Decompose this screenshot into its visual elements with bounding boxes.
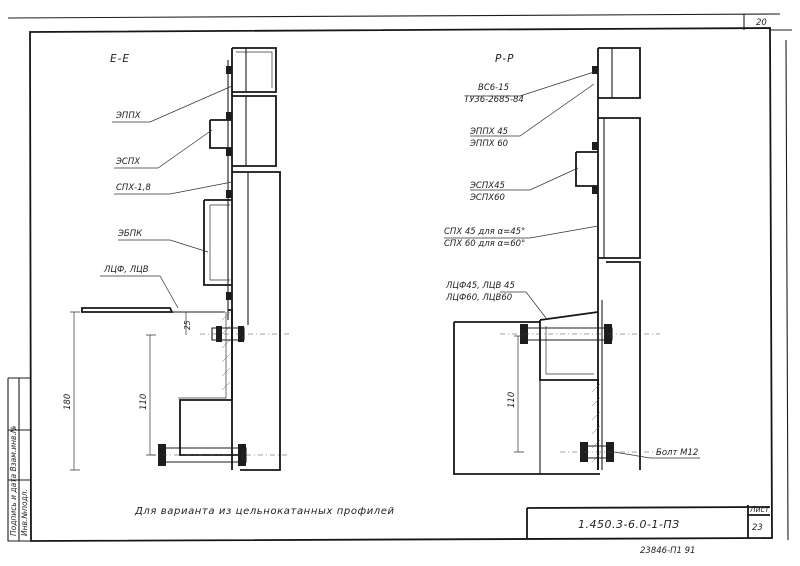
label-lcf-line2: ЛЦФ60, ЛЦВ60 xyxy=(445,293,512,303)
label-epph-line2: ЭППХ 60 xyxy=(469,139,508,149)
section-title-e-e: Е-Е xyxy=(110,53,130,65)
dim-110-left: 110 xyxy=(139,394,149,410)
section-p-p-view xyxy=(444,47,700,475)
label-esph-line2: ЭСПХ60 xyxy=(469,193,505,203)
label-sph-line1: СПХ 45 для α=45° xyxy=(444,227,525,237)
sheet-label: Лист xyxy=(749,505,770,514)
dim-110-right: 110 xyxy=(507,392,517,408)
side-stamp-inv: Инв.№подл. xyxy=(20,489,29,536)
label-esph-line1: ЭСПХ45 xyxy=(469,181,505,191)
label-epph: ЭППХ xyxy=(115,111,141,121)
label-sph: СПХ-1,8 xyxy=(116,183,151,193)
page-number: 20 xyxy=(756,18,767,28)
label-lcf-line1: ЛЦФ45, ЛЦВ 45 xyxy=(445,281,515,291)
label-lcf: ЛЦФ, ЛЦВ xyxy=(103,265,149,275)
sheet-frame xyxy=(7,13,792,542)
title-block xyxy=(526,505,771,538)
section-e-e-view xyxy=(70,47,290,471)
dim-180: 180 xyxy=(63,394,73,410)
label-epph-line1: ЭППХ 45 xyxy=(469,127,508,137)
inventory-number: 23846-П1 91 xyxy=(640,546,695,556)
drawing-caption: Для варианта из цельнокатанных профилей xyxy=(134,506,395,517)
side-stamp-text: Подпись и дата Взам.инв.№ xyxy=(9,425,18,536)
label-ebpk: ЭБПК xyxy=(117,229,143,239)
label-bolt: Болт М12 xyxy=(656,448,698,458)
sheet-number: 23 xyxy=(752,523,763,533)
drawing-code: 1.450.3-6.0-1-ПЗ xyxy=(578,518,680,531)
label-esph: ЭСПХ xyxy=(115,157,140,167)
section-title-p-p: Р-Р xyxy=(495,53,514,65)
label-vs6-line1: ВС6-15 xyxy=(478,83,509,93)
dim-25: 25 xyxy=(183,320,192,330)
label-sph-line2: СПХ 60 для α=60° xyxy=(444,239,525,249)
label-vs6-line2: ТУ36-2685-84 xyxy=(464,95,524,105)
